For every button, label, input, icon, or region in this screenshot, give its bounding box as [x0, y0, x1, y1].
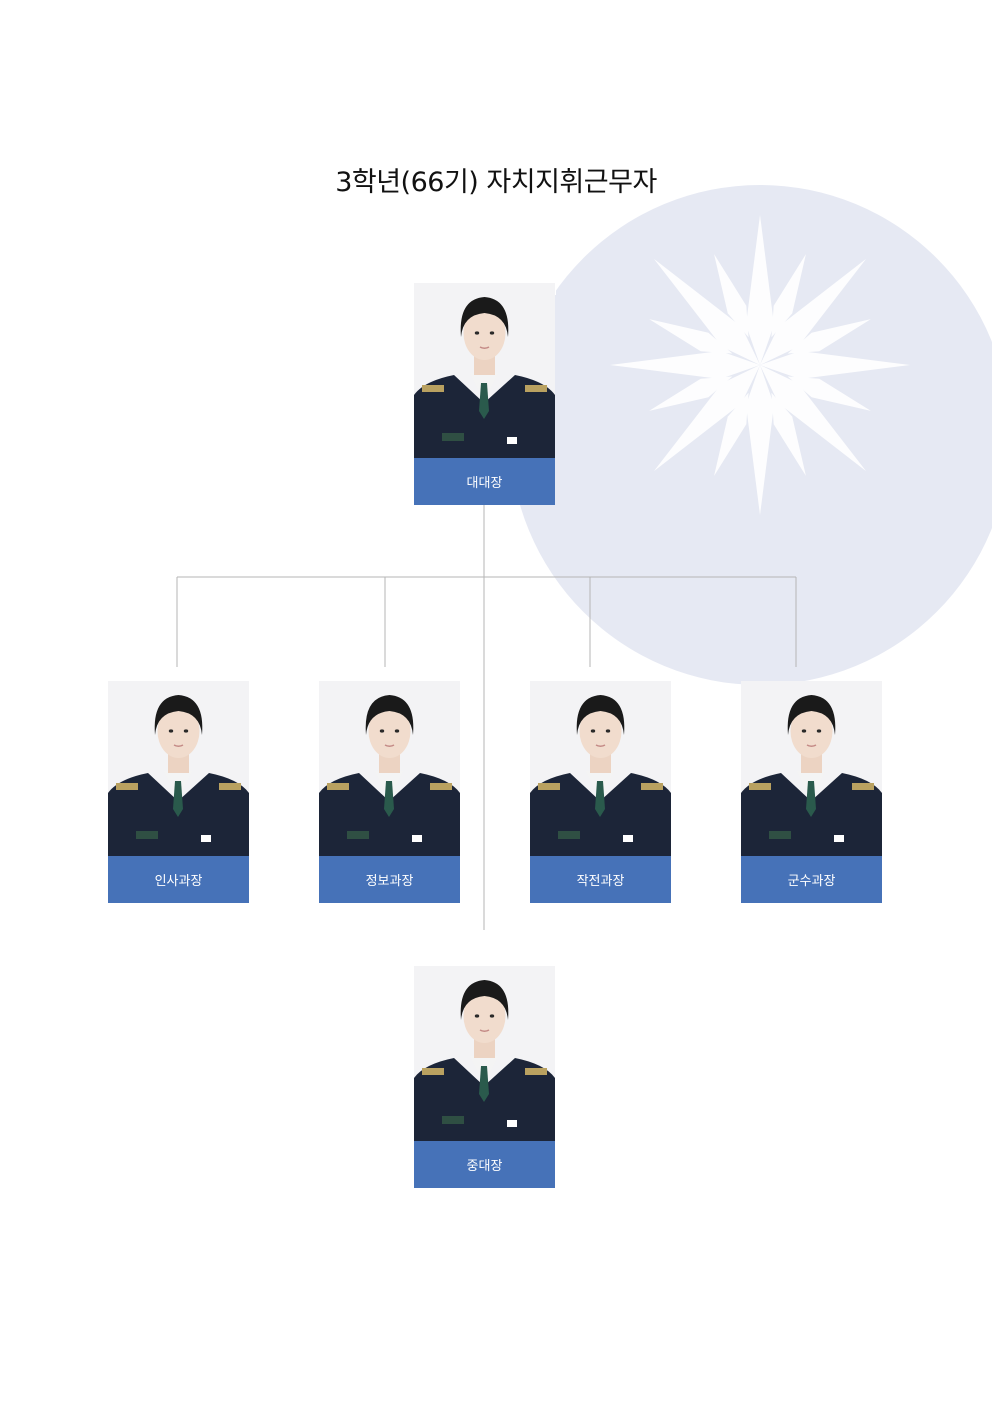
member-card-personnel: 인사과장 — [108, 681, 249, 903]
cadet-portrait-icon — [108, 681, 249, 856]
member-card-commander: 대대장 — [414, 283, 555, 505]
cadet-portrait-icon — [319, 681, 460, 856]
role-label-operations: 작전과장 — [530, 856, 671, 903]
cadet-portrait-icon — [414, 283, 555, 458]
member-card-company: 중대장 — [414, 966, 555, 1188]
role-label-intelligence: 정보과장 — [319, 856, 460, 903]
role-label-personnel: 인사과장 — [108, 856, 249, 903]
cadet-portrait-icon — [741, 681, 882, 856]
role-label-logistics: 군수과장 — [741, 856, 882, 903]
member-card-intelligence: 정보과장 — [319, 681, 460, 903]
role-label-commander: 대대장 — [414, 458, 555, 505]
cadet-portrait-icon — [530, 681, 671, 856]
member-card-logistics: 군수과장 — [741, 681, 882, 903]
cadet-portrait-icon — [414, 966, 555, 1141]
member-card-operations: 작전과장 — [530, 681, 671, 903]
snowflake-emblem-icon — [520, 165, 992, 685]
role-label-company: 중대장 — [414, 1141, 555, 1188]
page-title: 3학년(66기) 자치지휘근무자 — [335, 167, 657, 198]
